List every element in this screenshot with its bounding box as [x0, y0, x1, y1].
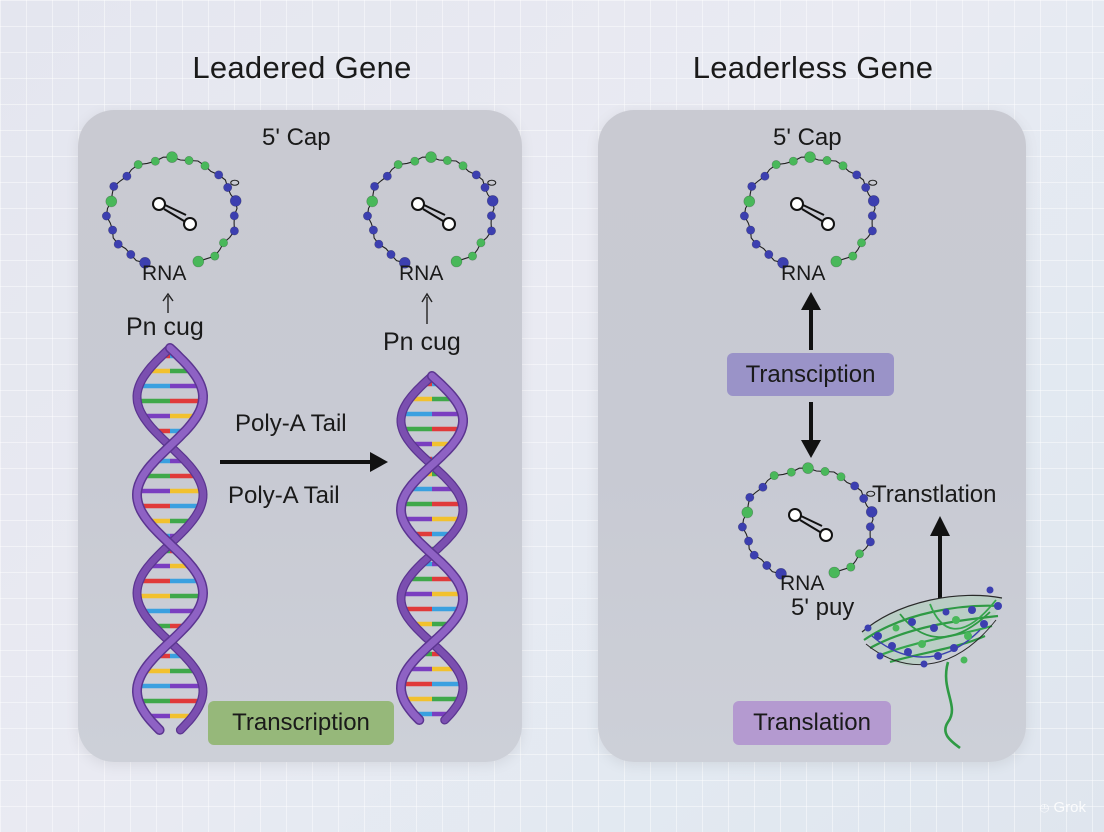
promoter-label-left-a: Pn cug — [126, 313, 204, 341]
grok-icon: ⦺ — [1039, 799, 1050, 816]
cap-label-right: 5' Cap — [773, 124, 842, 151]
promoter-label-left-b: Pn cug — [383, 328, 461, 356]
dna-helix-right — [395, 371, 469, 725]
small-up-arrow-left-a — [162, 292, 174, 313]
rna-label-left-a: RNA — [142, 262, 187, 285]
cap-label-left: 5' Cap — [262, 124, 331, 151]
leaderless-gene-title: Leaderless Gene — [692, 50, 934, 85]
rna-label-right-bottom: RNA — [780, 572, 825, 595]
down-arrow-transcription — [801, 402, 821, 458]
up-arrow-transcription — [801, 292, 821, 350]
translation-label: Transtlation — [872, 481, 997, 508]
watermark: ⦺ Grok — [1040, 799, 1086, 816]
poly-a-tail-label-top: Poly-A Tail — [235, 410, 347, 437]
horizontal-arrow — [220, 452, 388, 472]
rna-loop-left-a — [101, 151, 242, 269]
translation-badge-right: Translation — [733, 701, 891, 745]
up-arrow-translation — [930, 516, 950, 598]
transcription-badge-right: Transciption — [727, 353, 894, 396]
rna-loop-right-bottom — [737, 462, 878, 580]
ribosome-protein-tangle — [861, 586, 1003, 750]
five-prime-puy-label: 5' puy — [791, 594, 855, 621]
rna-loop-left-b — [362, 151, 499, 269]
leadered-gene-title: Leadered Gene — [192, 50, 412, 85]
transcription-badge-left: Transcription — [208, 701, 394, 745]
rna-loop-right-top — [739, 151, 880, 269]
watermark-text: Grok — [1053, 799, 1086, 816]
poly-a-tail-label-bottom: Poly-A Tail — [228, 482, 340, 509]
dna-helix-left — [131, 343, 209, 735]
small-up-arrow-left-b — [421, 292, 433, 324]
rna-label-left-b: RNA — [399, 262, 444, 285]
rna-label-right-top: RNA — [781, 262, 826, 285]
